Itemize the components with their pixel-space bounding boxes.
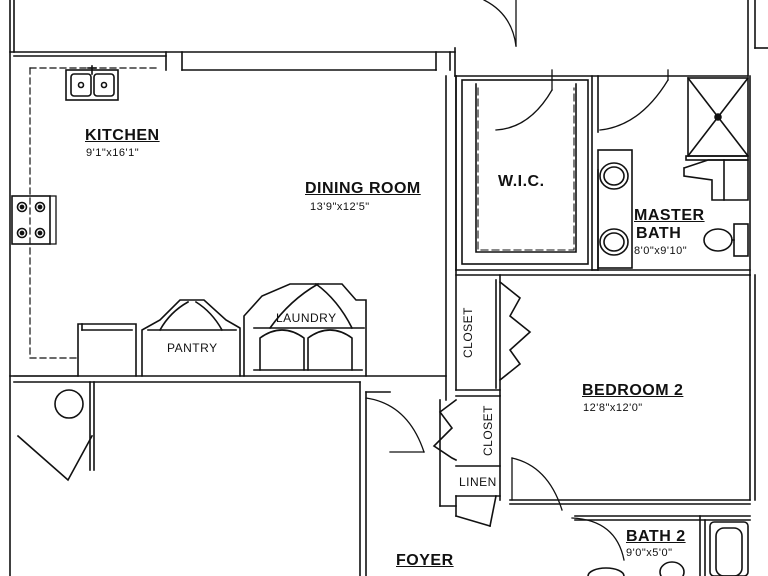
- kitchen-sink: [65, 65, 119, 101]
- bath2-dims: 9'0"x5'0": [626, 547, 673, 559]
- kitchen-label: KITCHEN: [85, 127, 160, 144]
- laundry-label: LAUNDRY: [276, 311, 337, 325]
- bedroom2-label: BEDROOM 2: [582, 382, 684, 399]
- closet2-doors: [432, 398, 458, 462]
- dining-room-dims: 13'9"x12'5": [310, 201, 370, 213]
- linen-label: LINEN: [459, 475, 497, 489]
- master-bath-label-line1: MASTER: [634, 207, 705, 224]
- master-toilet: [703, 223, 749, 257]
- foyer-label: FOYER: [396, 552, 454, 569]
- dining-room-label: DINING ROOM: [305, 180, 421, 197]
- master-bath-label-line2: BATH: [636, 225, 682, 242]
- kitchen-dims: 9'1"x16'1": [86, 147, 140, 159]
- laundry-closet: [243, 282, 367, 377]
- kitchen-cabinet: [77, 323, 137, 377]
- bath2-label: BATH 2: [626, 528, 686, 545]
- master-shower: [685, 76, 750, 161]
- bath2-fixtures: [587, 561, 685, 576]
- wic-label: W.I.C.: [498, 173, 545, 190]
- door-swings: [365, 0, 669, 561]
- counter-edges: [13, 195, 79, 377]
- bath2-tub: [709, 521, 749, 576]
- closet1-label: CLOSET: [461, 306, 475, 358]
- utility-closet: [16, 389, 94, 482]
- pantry-label: PANTRY: [167, 341, 218, 355]
- stove: [11, 195, 51, 245]
- walls: [9, 0, 768, 576]
- pantry-closet: [141, 299, 241, 377]
- walk-in-closet: [461, 79, 589, 265]
- closet1-doors: [495, 279, 532, 389]
- closet2-label: CLOSET: [481, 404, 495, 456]
- bedroom2-dims: 12'8"x12'0": [583, 402, 643, 414]
- linen-shelf-master: [682, 159, 749, 201]
- master-vanity: [597, 149, 633, 269]
- master-bath-dims: 8'0"x9'10": [634, 245, 688, 257]
